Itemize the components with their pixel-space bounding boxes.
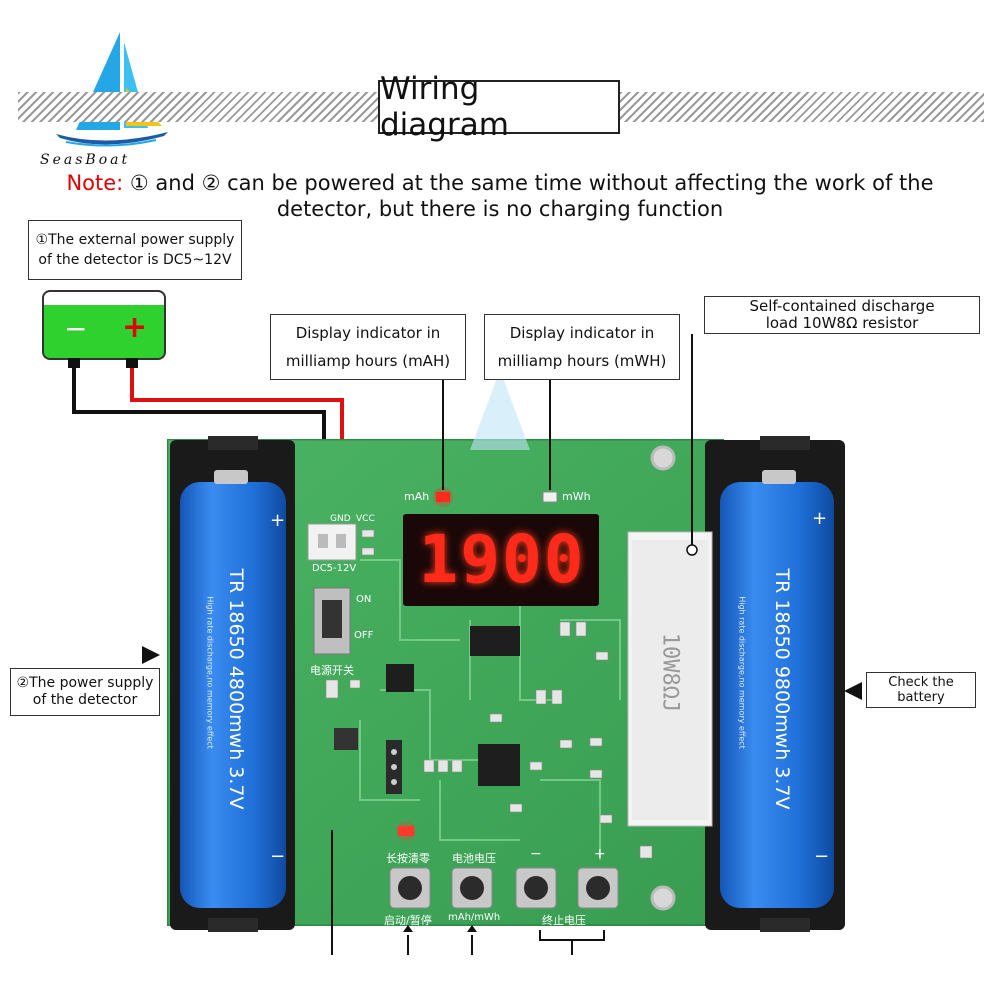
right-cell-small: High rate discharge,no memory effect <box>737 596 747 749</box>
note-text: Note: ① and ② can be powered at the same… <box>40 170 960 222</box>
external-battery: − + <box>42 290 166 360</box>
left-cell <box>180 482 286 908</box>
mwh-text: mWh <box>562 490 591 503</box>
right-arrow <box>844 682 862 700</box>
note-prefix: Note: <box>66 171 124 195</box>
note-line2: detector, but there is no charging funct… <box>276 197 724 221</box>
header-hatch-left <box>18 92 378 122</box>
on-label: ON <box>356 594 372 605</box>
minus-label: − <box>530 846 542 862</box>
buttons <box>389 867 619 909</box>
label-external-power: ①The external power supply of the detect… <box>28 220 242 280</box>
end-voltage-label: 终止电压 <box>542 914 586 927</box>
mah-text: mAh <box>404 490 430 503</box>
right-cell-label: TR 18650 9800mwh 3.7V <box>771 568 793 810</box>
transistor <box>334 728 358 750</box>
mwh-led <box>542 491 558 503</box>
ic-chip <box>386 664 414 692</box>
connector-label: DC5-12V <box>312 563 357 574</box>
battery-terminal-neg <box>68 358 80 368</box>
resistor-print: 10W8ΩJ <box>657 632 683 713</box>
mah-led <box>436 492 450 502</box>
label-resistor: Self-contained discharge load 10W8Ω resi… <box>704 296 980 334</box>
right-cell <box>720 482 834 908</box>
note-line1: ① and ② can be powered at the same time … <box>123 171 934 195</box>
left-cell-small: High rate discharge,no memory effect <box>205 596 215 749</box>
gnd-label: GND <box>330 514 351 524</box>
mount-hole <box>650 885 676 911</box>
ic-chip <box>470 626 520 656</box>
label-mah-indicator: Display indicator in milliamp hours (mAH… <box>270 314 466 380</box>
battery-plus: + <box>122 310 148 345</box>
display-value: 1900 <box>418 521 586 598</box>
vcc-label: VCC <box>356 514 375 524</box>
brand-name: SeasBoat <box>40 152 131 168</box>
battery-minus: − <box>64 312 88 345</box>
left-arrow <box>142 646 160 664</box>
battery-voltage-label: 电池电压 <box>452 852 496 865</box>
mah-mwh-button-label: mAh/mWh <box>448 912 501 923</box>
ic-chip <box>478 744 520 786</box>
mount-hole <box>650 445 676 471</box>
long-press-label: 长按清零 <box>386 852 430 865</box>
status-led <box>398 826 414 836</box>
off-label: OFF <box>354 630 374 641</box>
label-mwh-indicator: Display indicator in milliamp hours (mWH… <box>484 314 680 380</box>
plus-label: + <box>594 846 606 862</box>
right-cell-plus: + <box>812 508 828 529</box>
power-switch-label: 电源开关 <box>310 664 354 677</box>
right-cell-minus: − <box>814 846 830 867</box>
left-cell-plus: + <box>270 510 286 531</box>
left-cell-minus: − <box>270 846 286 867</box>
label-check-battery: Check the battery <box>866 672 976 708</box>
header-hatch-right <box>620 92 984 122</box>
left-cell-label: TR 18650 4800mwh 3.7V <box>225 568 247 810</box>
led-display <box>403 514 599 606</box>
power-connector <box>307 523 357 561</box>
label-power-supply: ②The power supply of the detector <box>10 668 160 716</box>
start-pause-label: 启动/暂停 <box>384 914 432 927</box>
battery-terminal-pos <box>126 358 138 368</box>
